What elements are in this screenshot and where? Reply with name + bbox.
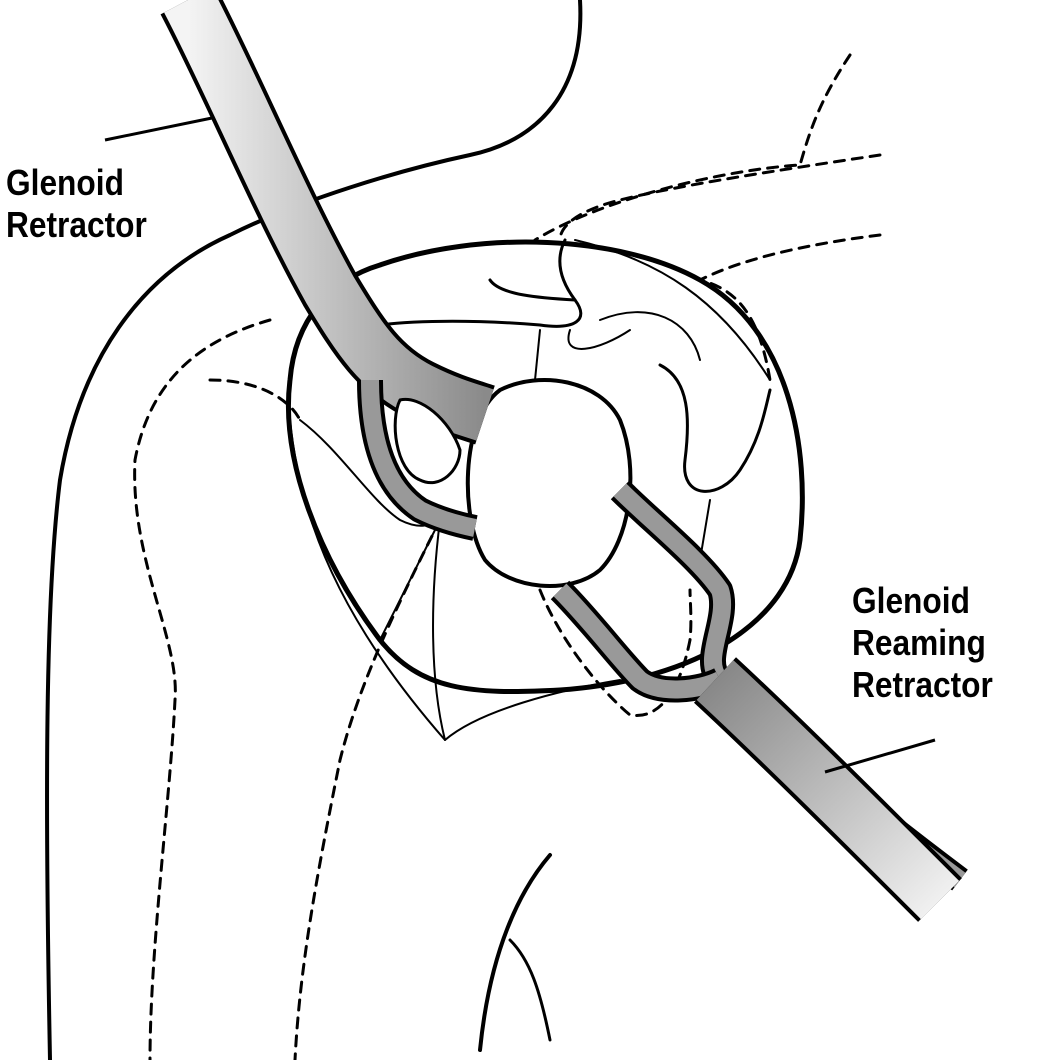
label-line: Retractor (6, 204, 147, 245)
glenoid-retractor (160, 0, 495, 541)
label-glenoid-reaming-retractor: Glenoid Reaming Retractor (852, 580, 993, 706)
label-line: Glenoid (852, 580, 970, 621)
label-line: Reaming (852, 622, 986, 663)
leader-line-reaming-retractor (824, 738, 936, 774)
glenoid-reaming-retractor (550, 480, 968, 922)
leader-line-glenoid-retractor (104, 116, 213, 142)
label-line: Glenoid (6, 162, 124, 203)
shoulder-outline (45, 0, 583, 1060)
humeral-head (465, 378, 633, 588)
label-line: Retractor (852, 664, 993, 705)
label-glenoid-retractor: Glenoid Retractor (6, 162, 147, 246)
